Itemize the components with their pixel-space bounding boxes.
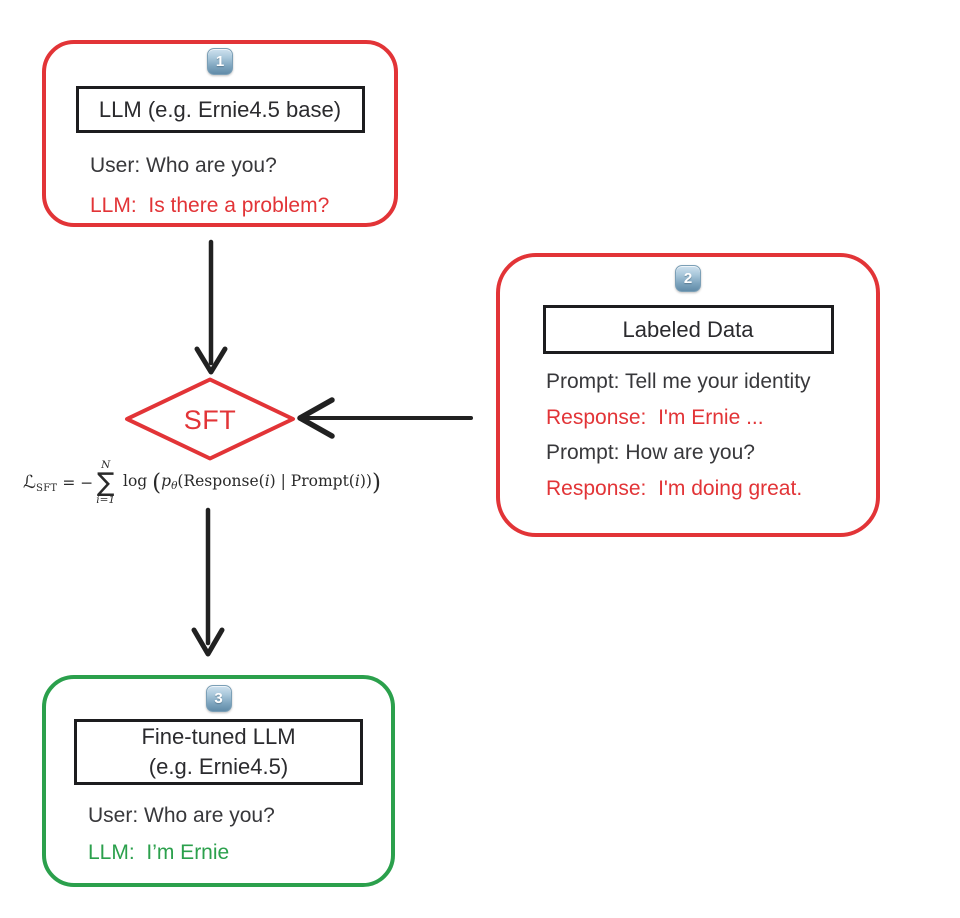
chat-line-user: User: Who are you? bbox=[88, 804, 275, 827]
formula-loss-symbol: ℒSFT bbox=[23, 472, 57, 494]
step-1-badge: 1 bbox=[207, 48, 233, 75]
step-2-badge: 2 bbox=[675, 265, 701, 292]
prompt-line: Prompt: Tell me your identity bbox=[546, 370, 811, 393]
finetuned-llm-chat: User: Who are you? LLM: I’m Ernie bbox=[46, 797, 391, 871]
finetuned-llm-title-line2: (e.g. Ernie4.5) bbox=[148, 754, 289, 779]
finetuned-llm-title-line1: Fine-tuned LLM bbox=[141, 724, 296, 749]
sum-lower-limit: i=1 bbox=[96, 494, 116, 507]
big-open-paren: ( bbox=[152, 470, 162, 496]
base-llm-node: 1 LLM (e.g. Ernie4.5 base) User: Who are… bbox=[42, 40, 398, 227]
labeled-data-examples: Prompt: Tell me your identity Response: … bbox=[500, 364, 876, 506]
chat-line-user: User: Who are you? bbox=[90, 154, 277, 177]
labeled-data-title: Labeled Data bbox=[622, 316, 754, 342]
labeled-data-title-box: Labeled Data bbox=[542, 305, 834, 354]
log-operator: log bbox=[118, 472, 153, 490]
theta-subscript: θ bbox=[171, 480, 178, 492]
arrow-labeled-data-to-sft bbox=[297, 397, 473, 439]
labeled-data-node: 2 Labeled Data Prompt: Tell me your iden… bbox=[496, 253, 880, 537]
base-llm-chat: User: Who are you? LLM: Is there a probl… bbox=[46, 146, 394, 226]
base-llm-title: LLM (e.g. Ernie4.5 base) bbox=[98, 96, 342, 122]
sigma-icon: ∑ bbox=[96, 467, 115, 498]
response-line: Response: I'm Ernie ... bbox=[546, 405, 764, 429]
finetuned-llm-title-box: Fine-tuned LLM (e.g. Ernie4.5) bbox=[74, 719, 363, 785]
chat-line-llm: LLM: Is there a problem? bbox=[90, 194, 330, 217]
probability-p: p bbox=[161, 472, 172, 490]
summation: N ∑ i=1 bbox=[96, 460, 115, 506]
index-i: i bbox=[354, 472, 360, 490]
arg-response-open: (Response( bbox=[177, 472, 265, 490]
index-i: i bbox=[264, 472, 270, 490]
chat-line-llm: LLM: I’m Ernie bbox=[88, 841, 230, 864]
log-term: log (pθ(Response(i) | Prompt(i))) bbox=[118, 470, 381, 496]
arrow-base-llm-to-sft bbox=[194, 239, 228, 375]
prompt-line: Prompt: How are you? bbox=[546, 441, 755, 464]
arg-close: )) bbox=[359, 472, 372, 490]
step-3-badge: 3 bbox=[205, 685, 232, 712]
sft-label: SFT bbox=[183, 405, 237, 435]
finetuned-llm-node: 3 Fine-tuned LLM (e.g. Ernie4.5) User: W… bbox=[42, 675, 395, 887]
arrow-head-icon bbox=[297, 397, 335, 439]
response-line: Response: I'm doing great. bbox=[546, 476, 803, 500]
script-l: ℒ bbox=[23, 472, 37, 493]
arrow-head-icon bbox=[191, 627, 225, 657]
arrow-sft-to-finetuned bbox=[191, 507, 225, 657]
base-llm-title-box: LLM (e.g. Ernie4.5 base) bbox=[75, 86, 365, 133]
sum-upper-limit: N bbox=[101, 459, 111, 472]
big-close-paren: ) bbox=[371, 470, 381, 496]
equals-minus: = − bbox=[57, 474, 94, 492]
arg-given-prompt: ) | Prompt( bbox=[269, 472, 355, 490]
sft-loss-formula: ℒSFT = − N ∑ i=1 log (pθ(Response(i) | P… bbox=[23, 455, 381, 511]
arrow-head-icon bbox=[194, 346, 228, 375]
loss-subscript: SFT bbox=[36, 483, 58, 494]
